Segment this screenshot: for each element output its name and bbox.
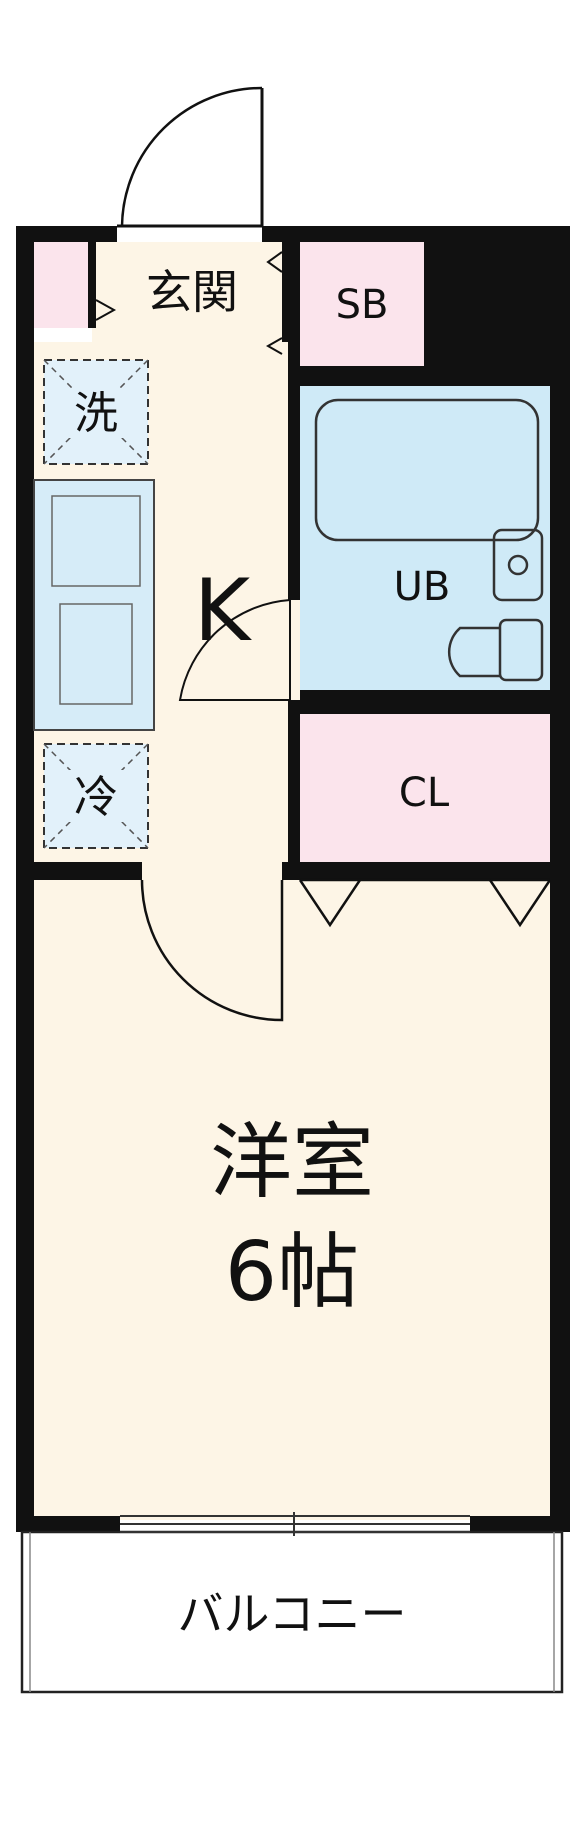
unit-bath (300, 386, 550, 690)
closet-doors (298, 878, 552, 928)
closet-label: CL (399, 770, 450, 816)
western-room-label: 洋室 (210, 1115, 374, 1210)
fridge-label: 冷 (74, 772, 118, 823)
room-door-opening (142, 862, 282, 880)
bath-door-swing (178, 598, 291, 701)
entrance-stub (88, 242, 96, 328)
shoe-box (300, 242, 424, 366)
room-door-swing (140, 879, 284, 1022)
shoe-box-left (34, 242, 92, 328)
entrance-label: 玄関 (146, 265, 238, 319)
balcony (20, 1530, 564, 1694)
kitchen-label: K (194, 561, 253, 661)
entrance-door (117, 86, 264, 228)
western-room-size-label: 6帖 (225, 1225, 359, 1320)
balcony-label: バルコニー (177, 1587, 406, 1641)
shoe-box-label: SB (336, 282, 389, 328)
western-room-floor (34, 880, 551, 1520)
balcony-window (120, 1512, 470, 1536)
bathtub (314, 398, 540, 542)
walls (16, 226, 570, 1532)
kitchen-counter (33, 479, 155, 731)
washer-label: 洗 (74, 388, 118, 439)
sink (492, 528, 544, 602)
entrance-marks (95, 251, 283, 355)
closet (300, 714, 550, 862)
washer-space (43, 359, 149, 465)
entrance-floor (92, 242, 282, 342)
fridge-space (43, 743, 149, 849)
unit-bath-label: UB (394, 564, 451, 610)
toilet (447, 618, 544, 682)
